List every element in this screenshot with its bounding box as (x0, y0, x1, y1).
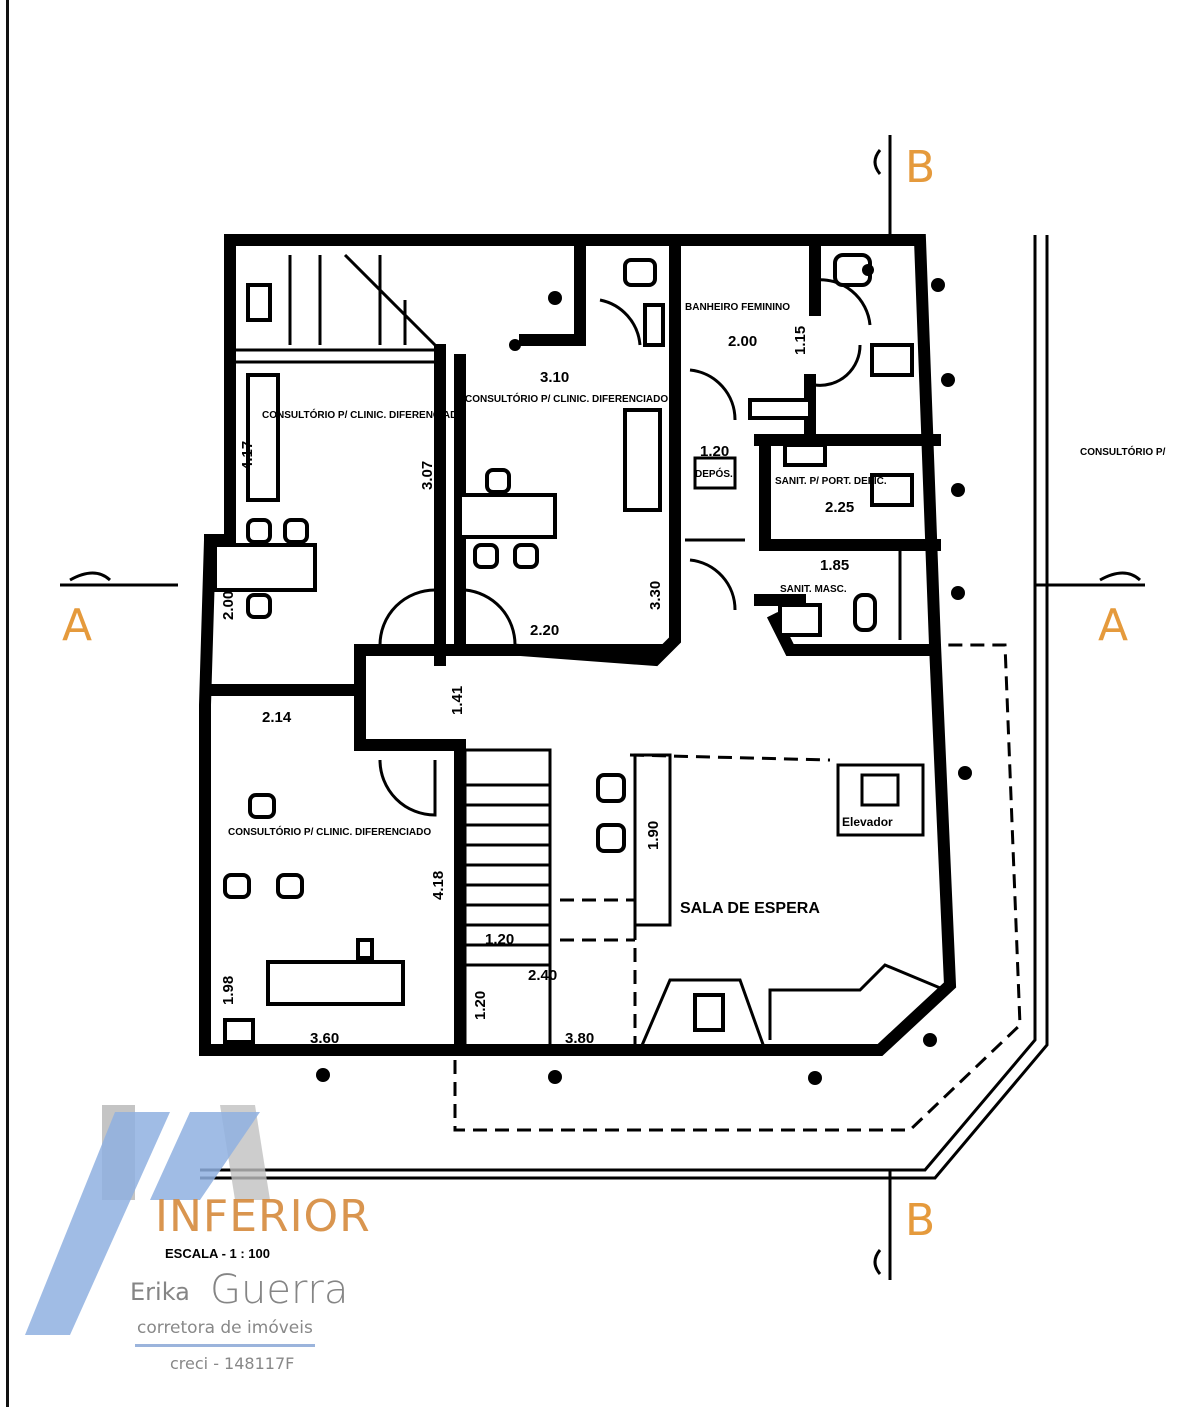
dashed-outline-inner (560, 753, 831, 1050)
room-label-consultorio-center: CONSULTÓRIO P/ CLINIC. DIFERENCIADO (465, 392, 668, 405)
door-swings (378, 278, 872, 817)
property-boundary (200, 235, 1049, 1180)
dimension: 1.15 (792, 326, 809, 355)
dimension: 2.20 (530, 622, 559, 639)
logo-tagline: corretora de imóveis (135, 1318, 315, 1347)
logo-mark (25, 1105, 270, 1335)
room-label-consultorio-left-bottom: CONSULTÓRIO P/ CLINIC. DIFERENCIADO (228, 825, 431, 838)
section-marker-b-top: B (905, 142, 935, 193)
dashed-outline (453, 643, 1022, 1132)
room-label-banheiro-feminino: BANHEIRO FEMININO (685, 302, 790, 313)
logo-name: Guerra (210, 1267, 349, 1313)
dimension: 3.80 (565, 1030, 594, 1047)
dimension-labels: 3.10 2.00 1.20 2.25 1.85 3.30 2.20 3.07 … (220, 326, 854, 1047)
dimension: 2.25 (825, 499, 854, 516)
interior-walls (204, 244, 941, 1056)
section-marker-b-bottom: B (905, 1195, 935, 1246)
section-line-a (60, 571, 1145, 587)
plan-scale: ESCALA - 1 : 100 (165, 1246, 270, 1261)
furniture (213, 253, 946, 1051)
dimension: 1.20 (472, 991, 489, 1020)
dimension: 2.00 (220, 591, 237, 620)
dimension: 2.00 (728, 333, 757, 350)
room-label-right-cut: CONSULTÓRIO P/ (1080, 445, 1166, 458)
dimension: 4.17 (239, 441, 256, 470)
dimension: 3.60 (310, 1030, 339, 1047)
room-label-elevador: Elevador (842, 815, 893, 829)
dimension: 2.40 (528, 967, 557, 984)
room-label-banheiro-pne: SANIT. P/ PORT. DEFIC. (775, 476, 887, 487)
dimension: 2.14 (262, 709, 292, 726)
frame-border (6, 0, 9, 1407)
room-label-banheiro-masc: SANIT. MASC. (780, 584, 847, 595)
watermark-logo: INFERIOR ESCALA - 1 : 100 Erika Guerra c… (20, 1100, 400, 1400)
section-line-b (873, 135, 892, 1280)
dimension: 1.98 (220, 976, 237, 1005)
logo-brand: Erika (130, 1278, 190, 1306)
logo-creci: creci - 148117F (170, 1354, 295, 1373)
dimension: 1.90 (645, 821, 662, 850)
dimension: 1.41 (449, 686, 466, 715)
dimension: 1.85 (820, 557, 849, 574)
dimension: 4.18 (430, 871, 447, 900)
staircase (288, 253, 552, 1052)
room-label-sala-espera: SALA DE ESPERA (680, 900, 820, 917)
room-label-consultorio-left-top: CONSULTÓRIO P/ CLINIC. DIFERENCIADO (262, 408, 465, 421)
dimension: 1.20 (485, 931, 514, 948)
dimension: 1.20 (700, 443, 729, 460)
room-label-deposito: DEPÓS. (695, 467, 733, 480)
section-marker-a-left: A (62, 600, 92, 651)
section-marker-a-right: A (1098, 600, 1128, 651)
dimension: 3.30 (647, 581, 664, 610)
dimension: 3.10 (540, 369, 569, 386)
dimension: 3.07 (419, 461, 436, 490)
plan-title: INFERIOR (155, 1191, 371, 1242)
column-markers (316, 264, 972, 1085)
